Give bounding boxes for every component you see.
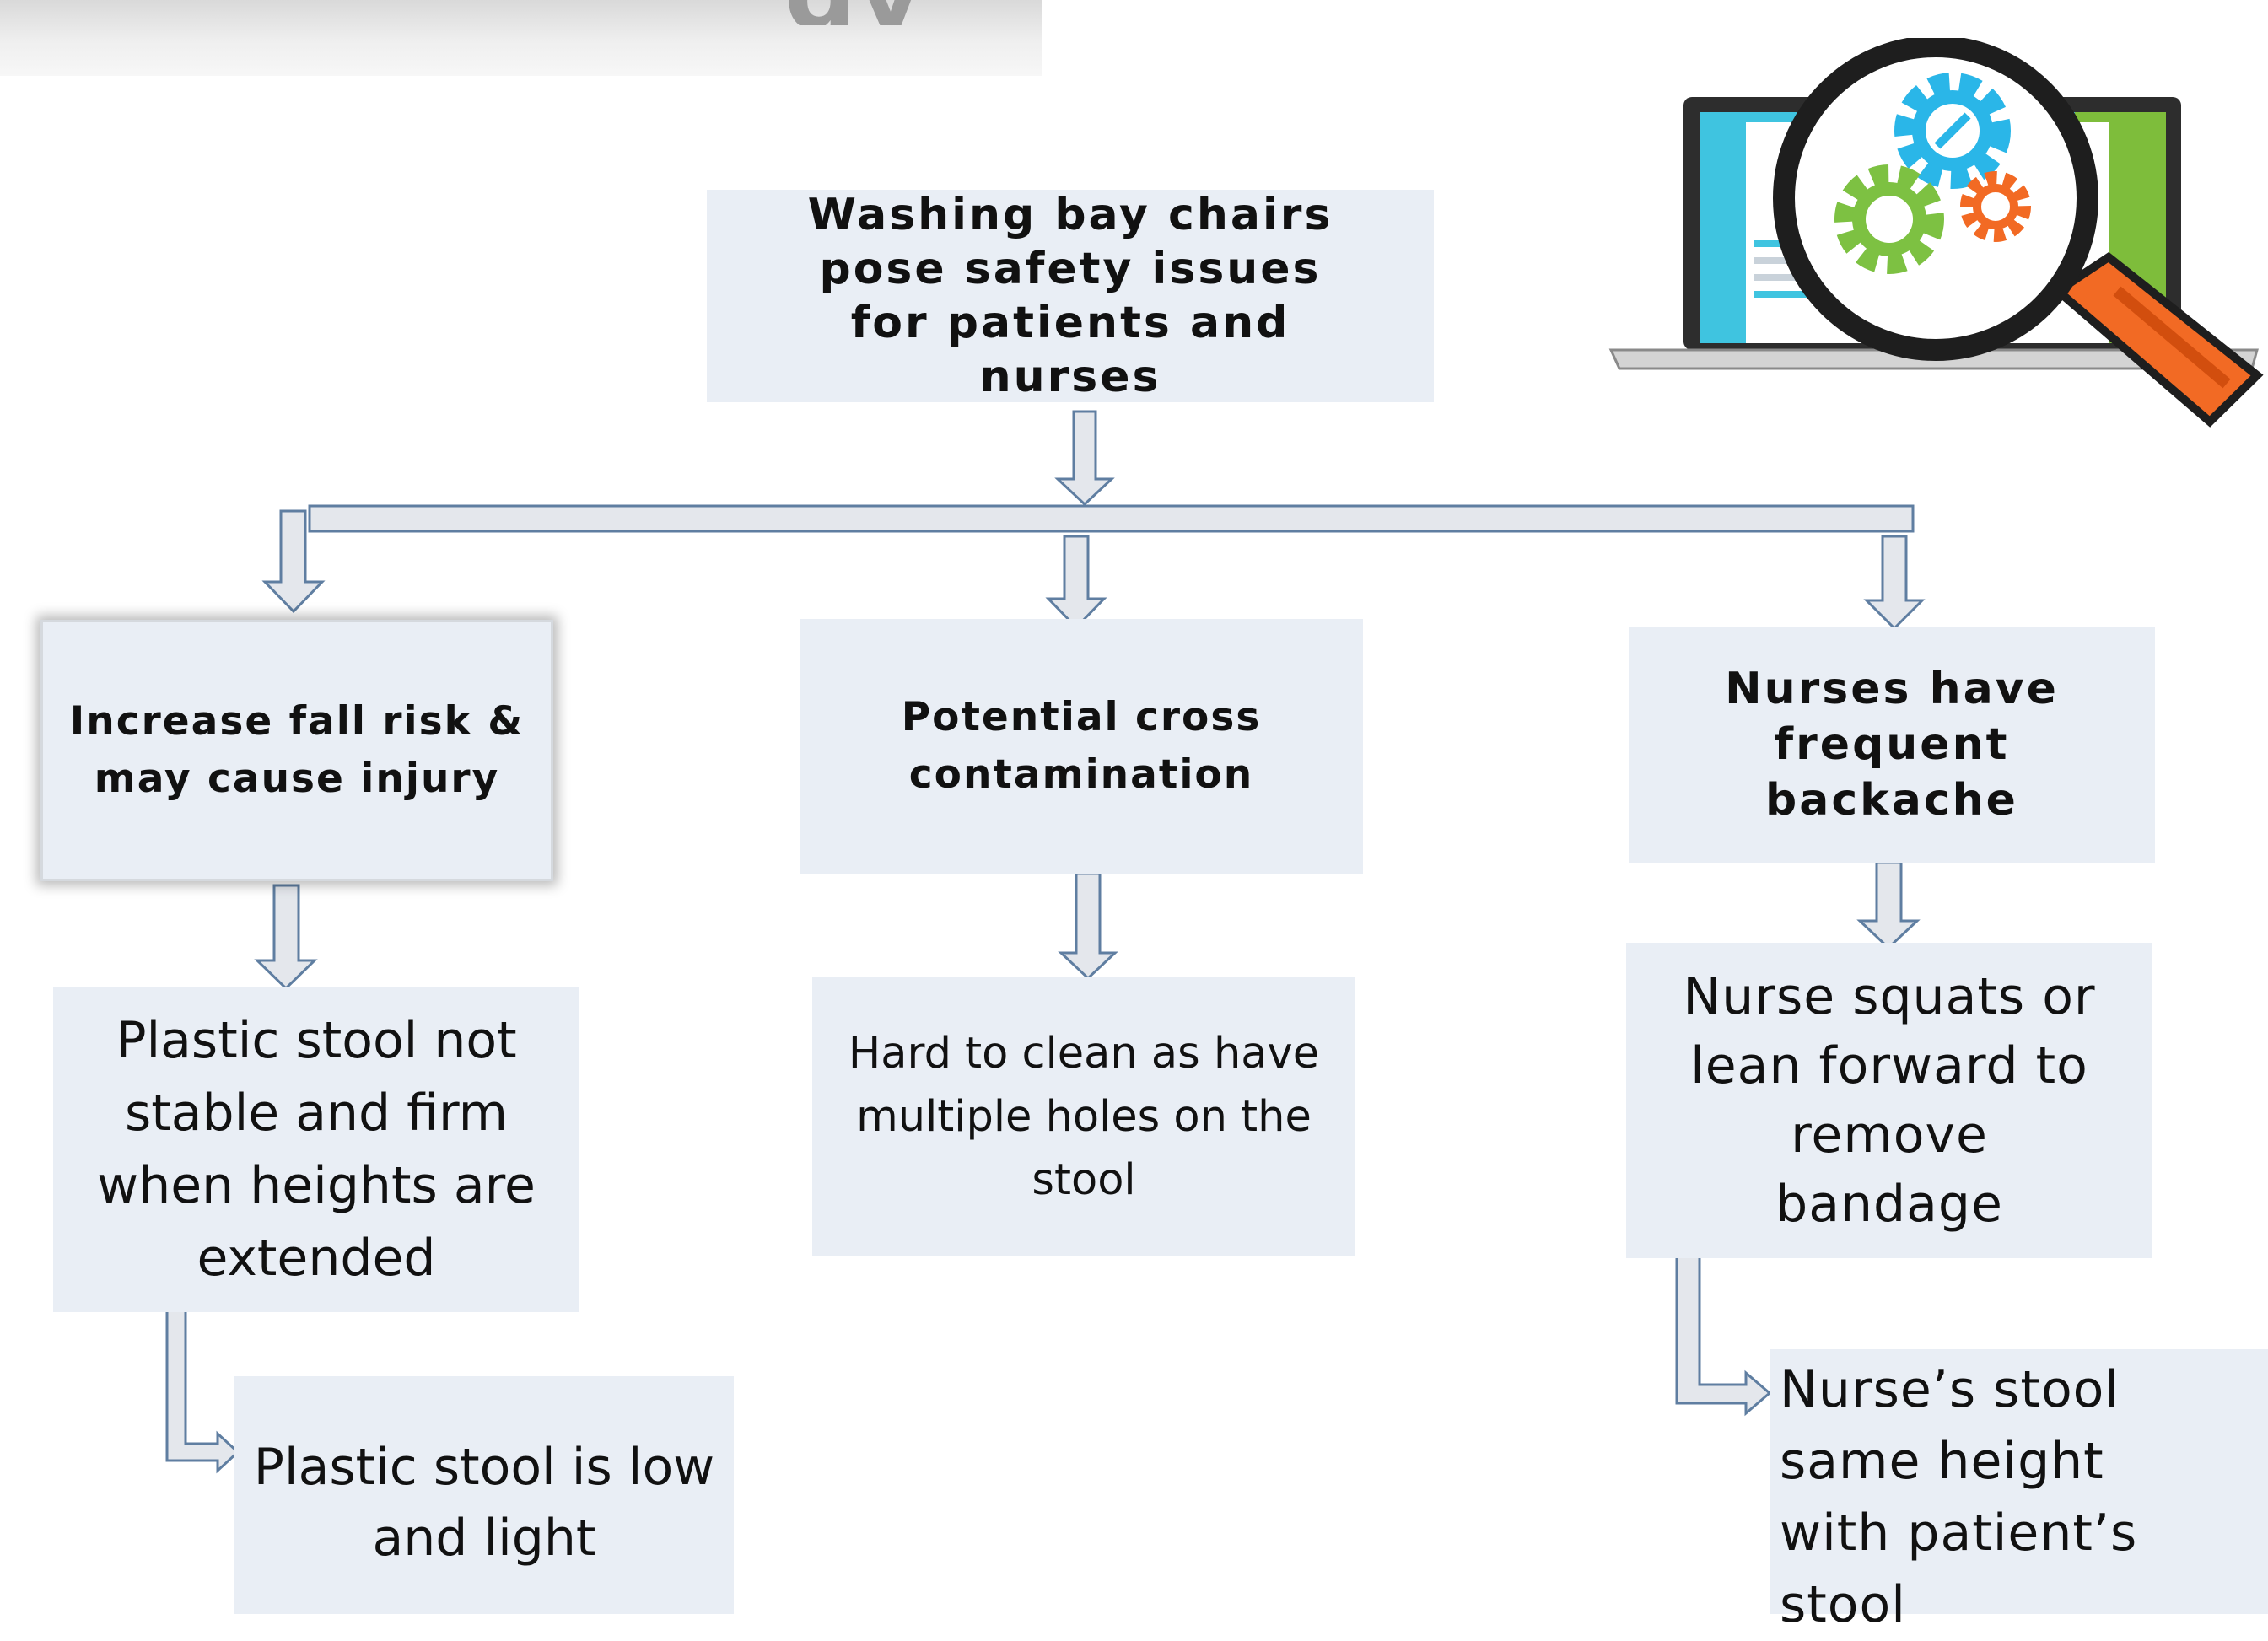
effect-box-middle: Potential cross contamination bbox=[800, 619, 1363, 874]
sub-cause-box-left: Plastic stool is low and light bbox=[234, 1376, 734, 1614]
cause-box-right: Nurse squats or lean forward to remove b… bbox=[1626, 943, 2152, 1258]
arrow-to-effect-right bbox=[1863, 535, 1926, 631]
arrow-to-effect-middle bbox=[1045, 535, 1107, 630]
arrow-effect-to-cause-middle bbox=[1058, 872, 1118, 981]
cause-text-left: Plastic stool not stable and firm when h… bbox=[97, 1011, 536, 1288]
effect-box-right: Nurses have frequent backache bbox=[1629, 627, 2155, 863]
effect-text-left: Increase fall risk & may cause injury bbox=[69, 698, 525, 802]
sub-cause-text-left: Plastic stool is low and light bbox=[253, 1438, 715, 1568]
effect-text-middle: Potential cross contamination bbox=[901, 694, 1262, 798]
arrow-effect-to-cause-right bbox=[1856, 860, 1921, 950]
sub-cause-text-right: Nurse’s stool same height with patient’s… bbox=[1780, 1360, 2138, 1634]
gear-orange-icon bbox=[1960, 171, 2031, 242]
root-problem-box: Washing bay chairs pose safety issues fo… bbox=[707, 190, 1434, 402]
root-problem-text: Washing bay chairs pose safety issues fo… bbox=[807, 190, 1333, 402]
arrow-root-to-bus bbox=[1054, 410, 1115, 507]
bent-arrow-left bbox=[165, 1308, 240, 1474]
cause-text-right: Nurse squats or lean forward to remove b… bbox=[1683, 967, 2096, 1234]
effect-box-left: Increase fall risk & may cause injury bbox=[40, 620, 553, 881]
arrow-to-effect-left bbox=[261, 509, 326, 614]
header-band bbox=[0, 0, 1042, 76]
effect-text-right: Nurses have frequent backache bbox=[1725, 664, 2059, 826]
branch-bus-bar bbox=[308, 504, 1915, 533]
gear-blue-icon bbox=[1894, 73, 2011, 189]
sub-cause-box-right: Nurse’s stool same height with patient’s… bbox=[1770, 1349, 2268, 1634]
arrow-effect-to-cause-left bbox=[254, 884, 318, 991]
gear-green-icon bbox=[1834, 164, 1944, 274]
laptop-magnifier-gears-icon bbox=[1608, 38, 2264, 428]
cause-text-middle: Hard to clean as have multiple holes on … bbox=[848, 1028, 1320, 1205]
cause-box-left: Plastic stool not stable and firm when h… bbox=[53, 987, 579, 1312]
bent-arrow-right bbox=[1675, 1253, 1772, 1417]
cause-box-middle: Hard to clean as have multiple holes on … bbox=[812, 977, 1355, 1256]
header-title-fragment: gy bbox=[784, 0, 995, 25]
